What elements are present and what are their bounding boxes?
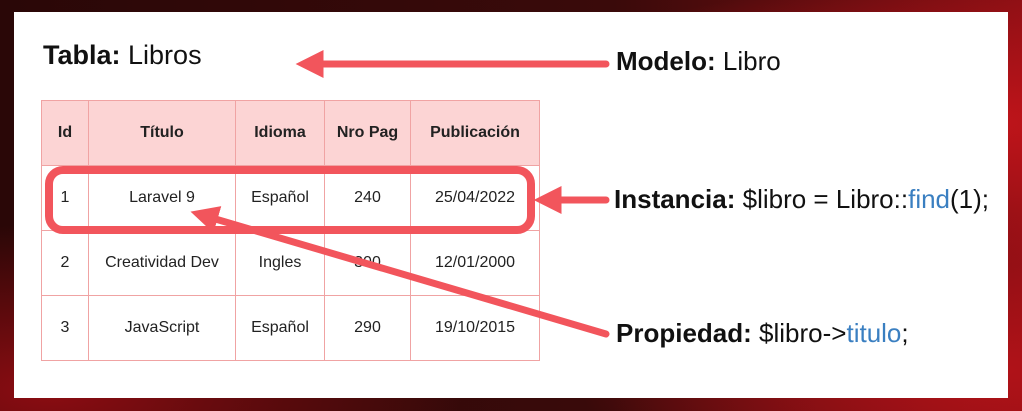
arrow-propiedad [190, 206, 610, 338]
instancia-method: find [908, 184, 951, 214]
header-idioma: Idioma [235, 100, 325, 166]
table-row: 2 Creatividad Dev Ingles 300 12/01/2000 [41, 230, 540, 296]
instancia-prefix: Instancia: [614, 184, 736, 214]
instancia-code-after: (1); [950, 184, 990, 214]
table-title-name: Libros [128, 40, 202, 70]
modelo-prefix: Modelo: [616, 46, 716, 76]
propiedad-prefix: Propiedad: [616, 318, 752, 348]
table-title-prefix: Tabla: [43, 40, 121, 70]
instancia-code-before: $libro = Libro:: [742, 184, 909, 214]
cell-id: 2 [41, 230, 89, 296]
modelo-value: Libro [722, 46, 781, 76]
instancia-label: Instancia: $libro = Libro::find(1); [614, 184, 989, 215]
cell-nro-pag: 290 [324, 295, 411, 361]
header-nro-pag: Nro Pag [324, 100, 411, 166]
table-header-row: Id Título Idioma Nro Pag Publicación [41, 100, 540, 166]
header-id: Id [41, 100, 89, 166]
cell-titulo: Creatividad Dev [88, 230, 236, 296]
cell-titulo: JavaScript [88, 295, 236, 361]
propiedad-code-before: $libro-> [759, 318, 847, 348]
table-title: Tabla: Libros [43, 40, 202, 71]
propiedad-code-after: ; [901, 318, 909, 348]
cell-nro-pag: 240 [324, 165, 411, 231]
cell-titulo: Laravel 9 [88, 165, 236, 231]
propiedad-property: titulo [846, 318, 902, 348]
table-row: 3 JavaScript Español 290 19/10/2015 [41, 295, 540, 361]
libros-table: Id Título Idioma Nro Pag Publicación 1 L… [41, 100, 540, 361]
cell-idioma: Español [235, 295, 325, 361]
propiedad-label: Propiedad: $libro->titulo; [616, 318, 909, 349]
modelo-label: Modelo: Libro [616, 46, 781, 77]
header-publicacion: Publicación [410, 100, 540, 166]
header-titulo: Título [88, 100, 236, 166]
